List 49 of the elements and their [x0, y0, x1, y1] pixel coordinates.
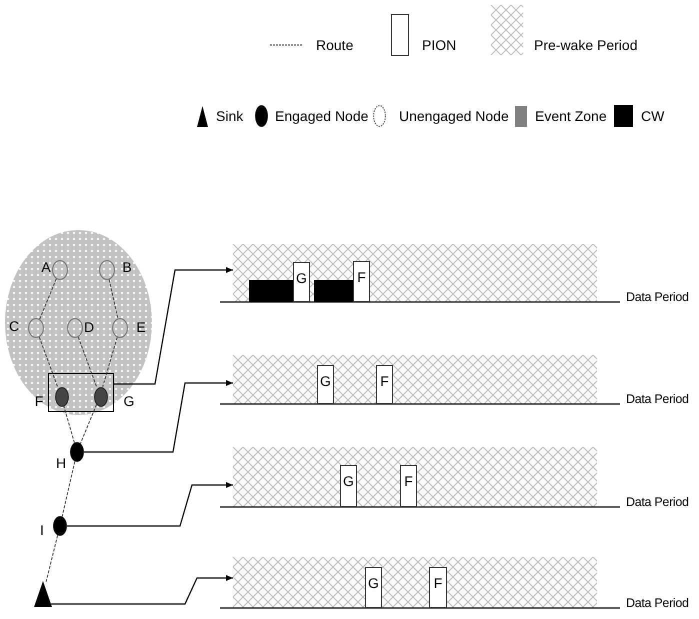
pion-slot: G	[365, 567, 382, 608]
pion-slot: G	[317, 365, 334, 404]
period-label: Data Period	[626, 391, 689, 408]
route-line	[102, 336, 118, 388]
legend-label: Sink	[216, 107, 244, 125]
legend-label: Pre-wake Period	[534, 36, 638, 54]
pre-wake-period-band	[233, 355, 597, 404]
arrow	[67, 482, 233, 527]
route-line	[78, 336, 98, 388]
legend-label: Route	[316, 36, 354, 54]
pre-wake-period-band	[233, 244, 597, 302]
legend-label: PION	[422, 36, 456, 54]
pre-wake-period-band	[233, 447, 597, 507]
route-line	[39, 278, 57, 320]
route-line	[38, 336, 58, 388]
node-label: H	[55, 454, 67, 472]
sink-triangle	[34, 581, 52, 607]
node-label: I	[39, 521, 45, 539]
pion-slot: G	[293, 262, 310, 302]
route-line	[80, 404, 97, 444]
node-label: D	[83, 318, 95, 336]
node-label: B	[121, 258, 133, 276]
legend-label: Engaged Node	[275, 107, 368, 125]
legend-label: CW	[641, 107, 664, 125]
cw-bar	[249, 280, 293, 302]
node-label: F	[34, 392, 44, 410]
route-line	[63, 404, 75, 444]
arrow	[51, 575, 233, 605]
period-label: Data Period	[626, 289, 689, 306]
arrow	[114, 267, 233, 385]
node-label: E	[135, 318, 147, 336]
route-line	[46, 534, 58, 582]
route-line	[62, 461, 76, 517]
legend-label: Event Zone	[535, 107, 607, 125]
pion-slot: F	[376, 365, 393, 404]
period-label: Data Period	[626, 595, 689, 612]
pion-slot: G	[340, 465, 357, 507]
pion-slot: F	[353, 261, 370, 302]
route-line	[108, 279, 118, 319]
cw-bar	[314, 280, 353, 302]
pion-slot: F	[429, 567, 447, 608]
node-label: A	[40, 258, 52, 276]
pion-slot: F	[400, 465, 417, 507]
arrow	[84, 380, 233, 453]
node-label: C	[8, 317, 20, 335]
legend-label: Unengaged Node	[399, 107, 509, 125]
node-label: G	[123, 392, 135, 410]
period-label: Data Period	[626, 494, 689, 511]
pre-wake-period-band	[233, 557, 597, 608]
